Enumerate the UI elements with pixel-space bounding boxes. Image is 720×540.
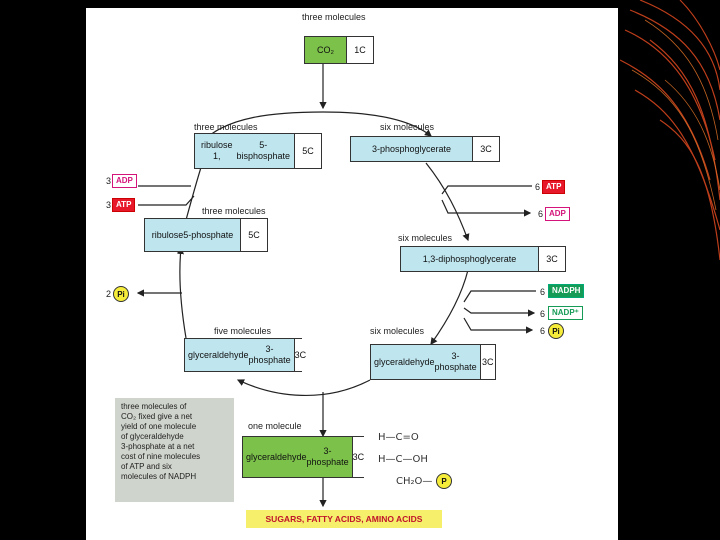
co2-count-label: three molecules xyxy=(302,12,366,22)
ru5p-count-label: three molecules xyxy=(202,206,266,216)
atp-left-count: 3 xyxy=(106,200,112,210)
adp-left-count: 3 xyxy=(106,176,112,186)
structure-line-2: H—C—OH xyxy=(378,454,428,465)
bpg-count-label: six molecules xyxy=(398,233,453,243)
ru5p-carbons: 5C xyxy=(241,219,267,251)
pi-right-count: 6 xyxy=(540,326,546,336)
co2-name: CO₂ xyxy=(305,37,347,63)
adp-right-tag: ADP xyxy=(545,207,570,221)
note-line: of glyceraldehyde xyxy=(121,432,184,441)
rubp-name: ribulose 1,5-bisphosphate xyxy=(195,134,295,168)
pi-left-circle: Pi xyxy=(113,286,129,302)
pi-left-count: 2 xyxy=(106,289,112,299)
rubp-count-label: three molecules xyxy=(194,122,258,132)
note-line: three molecules of xyxy=(121,402,187,411)
g3p-five-count-label: five molecules xyxy=(214,326,272,336)
cycle-arrows xyxy=(136,64,536,508)
g3p-six-count-label: six molecules xyxy=(370,326,425,336)
products-bar: SUGARS, FATTY ACIDS, AMINO ACIDS xyxy=(246,510,442,528)
bpg-box: 1,3-diphosphoglycerate 3C xyxy=(400,246,566,272)
nadp-count: 6 xyxy=(540,309,546,319)
adp-left-tag: ADP xyxy=(112,174,137,188)
net-yield-note: three molecules of CO₂ fixed give a net … xyxy=(115,398,234,502)
calvin-cycle-diagram: three molecules CO₂ 1C three molecules r… xyxy=(86,8,618,540)
pga-count-label: six molecules xyxy=(380,122,435,132)
bpg-name: 1,3-diphosphoglycerate xyxy=(401,247,539,271)
g3p-five-carbons: 3C xyxy=(294,339,307,371)
pi-right-circle: Pi xyxy=(548,323,564,339)
rubp-box: ribulose 1,5-bisphosphate 5C xyxy=(194,133,322,169)
note-line: cost of nine molecules xyxy=(121,452,201,461)
co2-carbons: 1C xyxy=(347,37,373,63)
output-carbons: 3C xyxy=(352,437,365,477)
decorative-swirl-graphic xyxy=(620,0,720,261)
note-line: 3-phosphate at a net xyxy=(121,442,195,451)
pga-carbons: 3C xyxy=(473,137,499,161)
note-line: CO₂ fixed give a net xyxy=(121,412,193,421)
atp-left-tag: ATP xyxy=(112,198,136,212)
pga-box: 3-phosphoglycerate 3C xyxy=(350,136,500,162)
atp-right-count: 6 xyxy=(535,182,541,192)
g3p-six-carbons: 3C xyxy=(480,345,495,379)
nadph-tag: NADPH xyxy=(548,284,585,298)
nadp-tag: NADP⁺ xyxy=(548,306,583,320)
co2-box: CO₂ 1C xyxy=(304,36,374,64)
phosphate-circle: P xyxy=(436,473,452,489)
atp-right-tag: ATP xyxy=(542,180,566,194)
pga-name: 3-phosphoglycerate xyxy=(351,137,473,161)
bpg-carbons: 3C xyxy=(539,247,565,271)
output-count-label: one molecule xyxy=(248,421,302,431)
note-line: yield of one molecule xyxy=(121,422,197,431)
structure-line-3: CH₂O— xyxy=(396,476,433,487)
rubp-carbons: 5C xyxy=(295,134,321,168)
adp-right-count: 6 xyxy=(538,209,544,219)
note-line: molecules of NADPH xyxy=(121,472,197,481)
nadph-count: 6 xyxy=(540,287,546,297)
structure-line-1: H—C=O xyxy=(378,432,419,443)
note-line: of ATP and six xyxy=(121,462,172,471)
